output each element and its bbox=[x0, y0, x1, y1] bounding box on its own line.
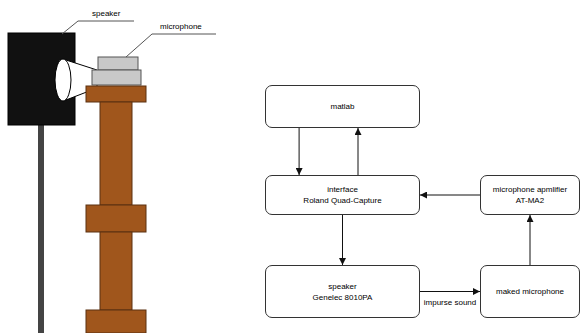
stand-column bbox=[100, 232, 132, 310]
stand-block bbox=[86, 310, 146, 333]
process-box: speakerGenelec 8010PA bbox=[265, 265, 420, 318]
microphone-base bbox=[92, 70, 141, 85]
speaker-cone bbox=[55, 59, 71, 101]
process-box: interfaceRoland Quad-Capture bbox=[265, 175, 420, 215]
node-text: microphone apmlifier bbox=[493, 184, 567, 195]
signal-arrow bbox=[299, 128, 300, 175]
node-text: interface bbox=[327, 184, 358, 195]
stand-block bbox=[86, 86, 146, 102]
speaker-cabinet bbox=[8, 33, 75, 125]
leader-line bbox=[126, 34, 216, 57]
edge-label: impurse sound bbox=[422, 298, 478, 308]
signal-arrow bbox=[342, 215, 343, 265]
node-text: maked microphone bbox=[496, 286, 564, 297]
microphone-body bbox=[98, 57, 138, 70]
signal-arrow bbox=[420, 291, 480, 292]
node-text: AT-MA2 bbox=[516, 195, 544, 206]
part-label: microphone bbox=[160, 22, 202, 32]
signal-arrow bbox=[530, 215, 531, 265]
stand-column bbox=[100, 102, 132, 205]
node-text: speaker bbox=[328, 281, 356, 292]
process-box: microphone apmlifierAT-MA2 bbox=[480, 175, 580, 215]
process-box: matlab bbox=[265, 85, 420, 128]
process-box: maked microphone bbox=[480, 265, 580, 318]
signal-arrow bbox=[358, 128, 359, 175]
node-text: matlab bbox=[330, 101, 354, 112]
leader-line bbox=[62, 21, 134, 34]
signal-arrow bbox=[420, 195, 480, 196]
stand-block bbox=[86, 205, 146, 232]
speaker-pole bbox=[38, 124, 44, 333]
part-label: speaker bbox=[92, 9, 120, 19]
node-text: Roland Quad-Capture bbox=[303, 195, 381, 206]
node-text: Genelec 8010PA bbox=[313, 292, 373, 303]
